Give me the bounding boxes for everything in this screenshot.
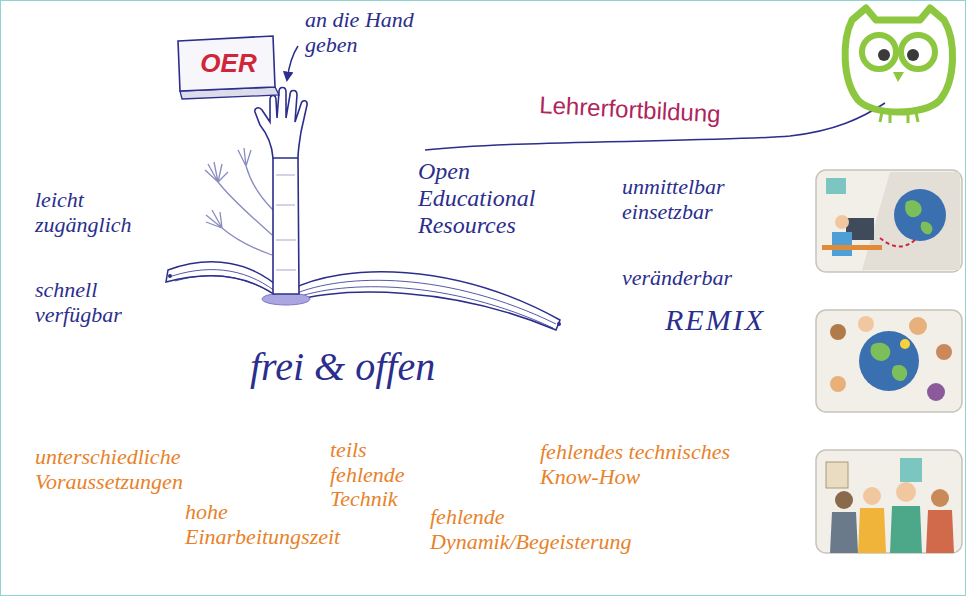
panel-world-network-part xyxy=(871,343,908,381)
open-book-part xyxy=(168,274,172,278)
owl-mascot-part xyxy=(880,112,918,123)
panel-celebrating-people-part xyxy=(926,510,954,553)
raised-hand-part xyxy=(276,175,296,270)
panel-celebrating-people-part xyxy=(835,491,853,509)
panel-world-network-part xyxy=(936,344,952,360)
panel-world-network-part xyxy=(858,316,874,332)
handwritten-heading: Open Educational Resources xyxy=(418,158,568,239)
panel-celebrating-people-part xyxy=(890,506,922,553)
handwritten-note: schnell verfügbar xyxy=(35,278,153,327)
open-book-part xyxy=(172,270,280,295)
owl-mascot-part xyxy=(893,72,904,82)
panel-celebrating-people-part xyxy=(900,458,922,482)
challenge-note: hohe Einarbeitungszeit xyxy=(185,500,370,549)
hand-leader-arrow xyxy=(287,46,298,80)
panel-world-network xyxy=(816,310,962,412)
owl-mascot-part xyxy=(907,49,919,61)
panel-celebrating-people-part xyxy=(931,489,949,507)
handwritten-note: veränderbar xyxy=(622,266,732,291)
panel-world-network-part xyxy=(927,383,945,401)
owl-mascot-part xyxy=(845,8,952,112)
book-node: OER xyxy=(176,36,281,99)
handwritten-note: an die Hand geben xyxy=(305,8,437,57)
open-book-part xyxy=(175,276,279,298)
curve-title: Lehrerfortbildung xyxy=(539,92,722,128)
waving-arms-part xyxy=(218,182,272,235)
raised-hand-part xyxy=(255,88,307,159)
open-book-part xyxy=(557,322,561,326)
hand-leader-arrow-part xyxy=(287,46,298,80)
owl-mascot xyxy=(845,8,952,123)
open-book-part xyxy=(166,262,282,300)
panel-world-network-part xyxy=(816,310,962,412)
owl-mascot-part xyxy=(878,49,890,61)
panel-celebrating-people xyxy=(816,450,962,553)
waving-arms-part xyxy=(246,166,273,210)
panel-desk-globe-part xyxy=(880,238,915,247)
panel-desk-globe-part xyxy=(905,200,932,234)
panel-desk-globe xyxy=(816,170,962,272)
challenge-note: unterschiedliche Voraussetzungen xyxy=(35,445,213,494)
panel-desk-globe-part xyxy=(822,245,882,250)
panel-celebrating-people-part xyxy=(816,450,962,553)
waving-arms xyxy=(205,148,273,255)
panel-desk-globe-part xyxy=(894,189,946,241)
handwritten-keyword: REMIX xyxy=(665,303,765,337)
panel-desk-globe-part xyxy=(835,215,849,229)
panel-desk-globe-part xyxy=(862,172,960,270)
handwritten-motto: frei & offen xyxy=(250,345,435,390)
panel-desk-globe-part xyxy=(832,232,852,256)
open-book xyxy=(166,262,561,330)
waving-arms-part xyxy=(206,210,222,228)
panel-world-network-part xyxy=(900,339,910,349)
challenge-note: fehlendes technisches Know-How xyxy=(540,440,768,489)
panel-desk-globe-part xyxy=(816,170,962,272)
open-book-part xyxy=(292,287,553,328)
challenge-note: fehlende Dynamik/Begeisterung xyxy=(430,505,665,554)
book-cover xyxy=(178,36,275,91)
panel-celebrating-people-part xyxy=(826,462,848,488)
panel-celebrating-people-part xyxy=(863,487,881,505)
panel-celebrating-people-part xyxy=(830,512,858,553)
panel-world-network-part xyxy=(830,376,846,392)
panel-desk-globe-part xyxy=(826,178,846,194)
handwritten-note: unmittelbar einsetzbar xyxy=(622,175,772,224)
owl-mascot-part xyxy=(862,35,896,69)
panel-celebrating-people-part xyxy=(858,508,886,553)
open-book-part xyxy=(290,272,560,330)
panel-world-network-part xyxy=(859,331,919,391)
open-book-part xyxy=(292,280,556,324)
raised-hand-part xyxy=(273,158,299,294)
challenge-note: teils fehlende Technik xyxy=(330,438,445,512)
handwritten-note: leicht zugänglich xyxy=(35,188,153,237)
book-title: OER xyxy=(200,48,256,79)
waving-arms-part xyxy=(222,228,272,255)
raised-hand xyxy=(255,88,307,295)
panel-world-network-part xyxy=(830,324,846,340)
panel-world-network-part xyxy=(909,317,927,335)
panel-celebrating-people-part xyxy=(896,482,916,502)
waving-arms-part xyxy=(205,162,228,182)
waving-arms-part xyxy=(238,148,251,166)
owl-mascot-part xyxy=(901,35,935,69)
